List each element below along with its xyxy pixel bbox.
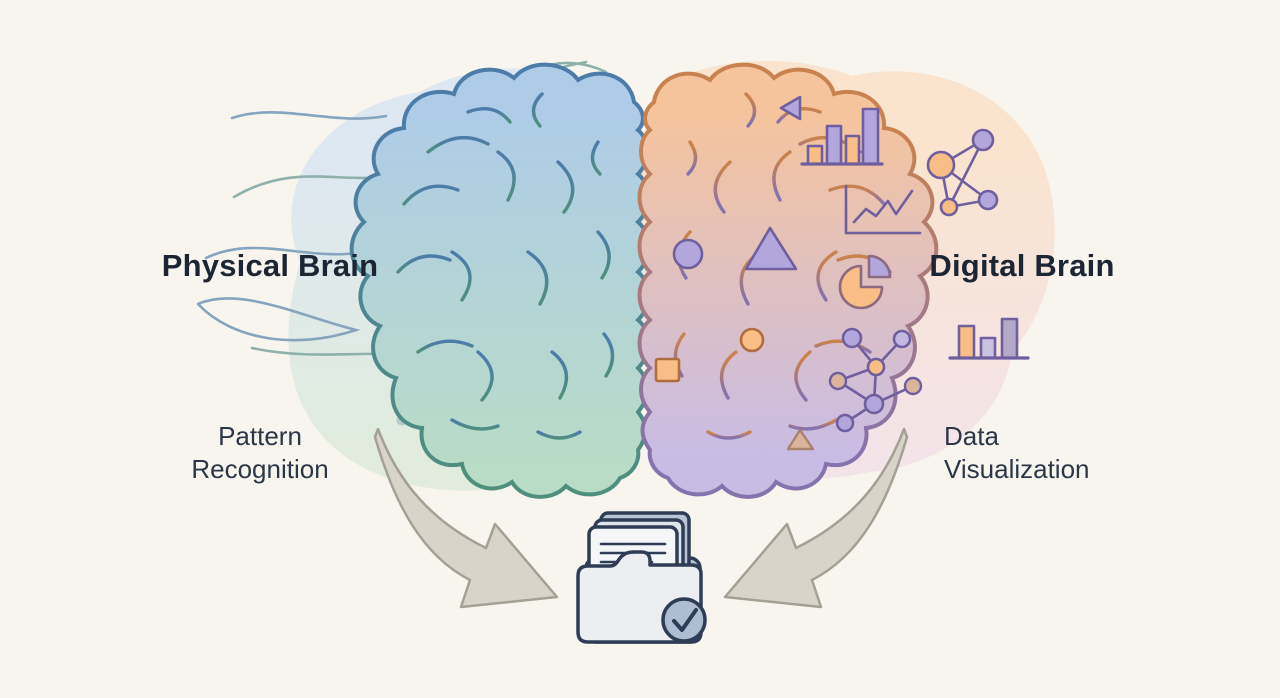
square-icon xyxy=(654,357,681,383)
caption-line: Recognition xyxy=(191,454,329,484)
caption-line: Visualization xyxy=(944,454,1090,484)
circle-icon xyxy=(672,238,704,270)
caption-line: Data xyxy=(944,421,999,451)
checkmark-icon xyxy=(672,608,698,632)
bar-chart-icon xyxy=(800,107,884,166)
folder-documents-icon xyxy=(576,511,707,644)
triangle-icon xyxy=(779,95,802,121)
digital-brain-title: Digital Brain xyxy=(929,248,1115,283)
bar-chart-icon-small xyxy=(948,317,1030,360)
circle-icon xyxy=(739,327,765,353)
digital-icons xyxy=(779,95,1030,433)
line-chart-icon xyxy=(844,184,922,235)
caption-line: Pattern xyxy=(218,421,302,451)
checkmark-badge xyxy=(661,597,707,643)
arrow-left-icon xyxy=(373,427,559,609)
physical-brain-title: Physical Brain xyxy=(161,248,379,283)
flow-arrows xyxy=(373,427,909,609)
arrow-right-icon xyxy=(723,427,909,609)
network-graph-icon-top xyxy=(926,128,999,217)
triangle-icon xyxy=(744,226,798,271)
pie-chart-icon xyxy=(838,254,892,310)
network-graph-icon-bottom xyxy=(828,327,923,433)
in-brain-shapes xyxy=(654,226,815,451)
triangle-icon xyxy=(786,428,815,451)
pattern-recognition-label: Pattern Recognition xyxy=(150,420,370,486)
data-visualization-label: Data Visualization xyxy=(944,420,1184,486)
